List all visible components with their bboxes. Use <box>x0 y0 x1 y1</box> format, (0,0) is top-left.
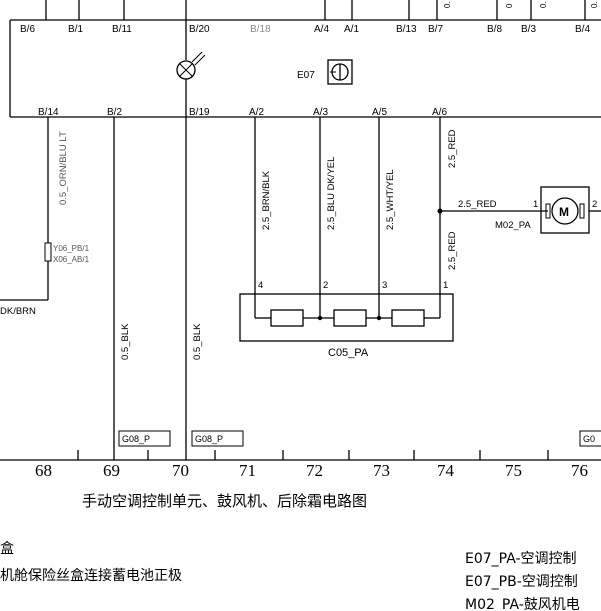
pin-label: A/3 <box>313 107 328 118</box>
legend-line: M02_PA-鼓风机电 <box>465 597 580 611</box>
cut-label: 0. <box>539 1 548 8</box>
connector-label: Y06_PB/1 <box>53 244 90 253</box>
legend-line: E07_PA-空调控制 <box>465 551 577 567</box>
top-wire-stubs <box>45 0 586 20</box>
pin-label: B/2 <box>107 107 122 118</box>
pin-label: A/2 <box>249 107 264 118</box>
motor-pin-label: 2 <box>592 199 597 210</box>
blower-motor: M 1 2 M02_PA <box>495 186 601 234</box>
grid-number: 76 <box>571 461 588 480</box>
wire-label: 0.5_ORN/BLU LT <box>58 131 69 205</box>
grid-number: 74 <box>437 461 455 480</box>
pin-label: B/13 <box>396 24 417 35</box>
wire-label: 2.5_RED <box>458 199 497 210</box>
motor-label: M02_PA <box>495 220 531 231</box>
pin-label: B/4 <box>575 24 590 35</box>
wire-b19: 0.5_BLK <box>185 117 203 460</box>
wire-b14: 0.5_ORN/BLU LT Y06_PB/1 X06_AB/1 DK/BRN <box>0 117 90 317</box>
wire-label: 0.5_BLK <box>120 323 131 360</box>
wire-label: DK/BRN <box>0 306 36 317</box>
wire-label: 2.5_BRN/BLK <box>261 170 272 230</box>
cut-label: 0. <box>590 1 599 8</box>
c05-resistor-module: 4 2 3 1 C05_PA <box>239 280 454 359</box>
motor-pin-label: 1 <box>533 199 538 210</box>
wire-a3: 2.5_BLU DK/YEL <box>319 117 337 318</box>
grid-ruler: 68 69 70 71 72 73 74 75 76 <box>0 450 601 480</box>
c05-pin: 2 <box>323 280 328 291</box>
wire-label: 2.5_WHT/YEL <box>385 169 396 230</box>
pin-label: B/18 <box>250 24 271 35</box>
wire-b2: 0.5_BLK <box>113 117 131 460</box>
internal-lamp-circuit <box>176 20 206 117</box>
wire-label: 2.5_RED <box>447 231 458 270</box>
wire-label: 0.5_BLK <box>192 323 203 360</box>
wire-a5: 2.5_WHT/YEL <box>378 117 396 318</box>
motor-symbol: M <box>559 205 569 219</box>
e07-sensor-symbol: E07 <box>297 59 353 85</box>
pin-label: B/20 <box>189 24 210 35</box>
wire-label: 2.5_BLU DK/YEL <box>326 157 337 230</box>
ground-label: G0 <box>583 434 595 444</box>
pin-label: B/7 <box>428 24 443 35</box>
grid-number: 69 <box>103 461 120 480</box>
c05-label: C05_PA <box>328 347 369 359</box>
pin-label: A/4 <box>314 24 329 35</box>
wire-a6: 2.5_RED 2.5_RED 2.5_RED <box>424 117 548 319</box>
pin-label: B/1 <box>68 24 83 35</box>
pin-label: A/5 <box>372 107 387 118</box>
pin-label: B/3 <box>521 24 536 35</box>
pin-label: B/14 <box>38 107 59 118</box>
cut-label: 0. <box>443 1 452 8</box>
grid-number: 75 <box>505 461 522 480</box>
c05-pin: 4 <box>258 280 263 291</box>
legend-line: E07_PB-空调控制 <box>465 574 578 590</box>
ground-label: G08_P <box>122 434 150 444</box>
c05-pin: 3 <box>382 280 387 291</box>
wire-a2: 2.5_BRN/BLK <box>254 117 272 319</box>
grid-number: 72 <box>306 461 323 480</box>
cut-label: 0 <box>505 3 514 8</box>
grid-number: 73 <box>373 461 390 480</box>
legend-line: 机舱保险丝盒连接蓄电池正极 <box>0 567 182 584</box>
pin-label: A/1 <box>344 24 359 35</box>
control-unit-box <box>9 19 601 118</box>
grid-number: 68 <box>35 461 52 480</box>
pin-label: A/6 <box>432 107 447 118</box>
legend-line: 盒 <box>0 540 14 557</box>
ground-label: G08_P <box>195 434 223 444</box>
grid-number: 70 <box>172 461 189 480</box>
wire-label: 2.5_RED <box>447 129 458 168</box>
diagram-title: 手动空调控制单元、鼓风机、后除霜电路图 <box>82 492 367 510</box>
pin-label: B/11 <box>112 24 132 35</box>
legend-right: E07_PA-空调控制 E07_PB-空调控制 M02_PA-鼓风机电 <box>465 551 580 611</box>
pin-label: B/6 <box>20 24 35 35</box>
top-cut-labels: 0. 0 0. 0. <box>443 1 599 8</box>
e07-label: E07 <box>297 70 315 81</box>
c05-pin: 1 <box>443 280 448 291</box>
grid-number: 71 <box>239 461 256 480</box>
connector-label: X06_AB/1 <box>53 255 90 264</box>
pin-label: B/19 <box>189 107 210 118</box>
ground-connectors: G08_P G08_P G0 <box>118 430 601 447</box>
legend-left: 盒 机舱保险丝盒连接蓄电池正极 <box>0 540 182 584</box>
top-pin-labels: B/6 B/1 B/11 B/20 B/18 A/4 A/1 B/13 B/7 … <box>20 24 590 35</box>
mid-pin-labels: B/14 B/2 B/19 A/2 A/3 A/5 A/6 <box>38 107 447 118</box>
pin-label: B/8 <box>487 24 502 35</box>
